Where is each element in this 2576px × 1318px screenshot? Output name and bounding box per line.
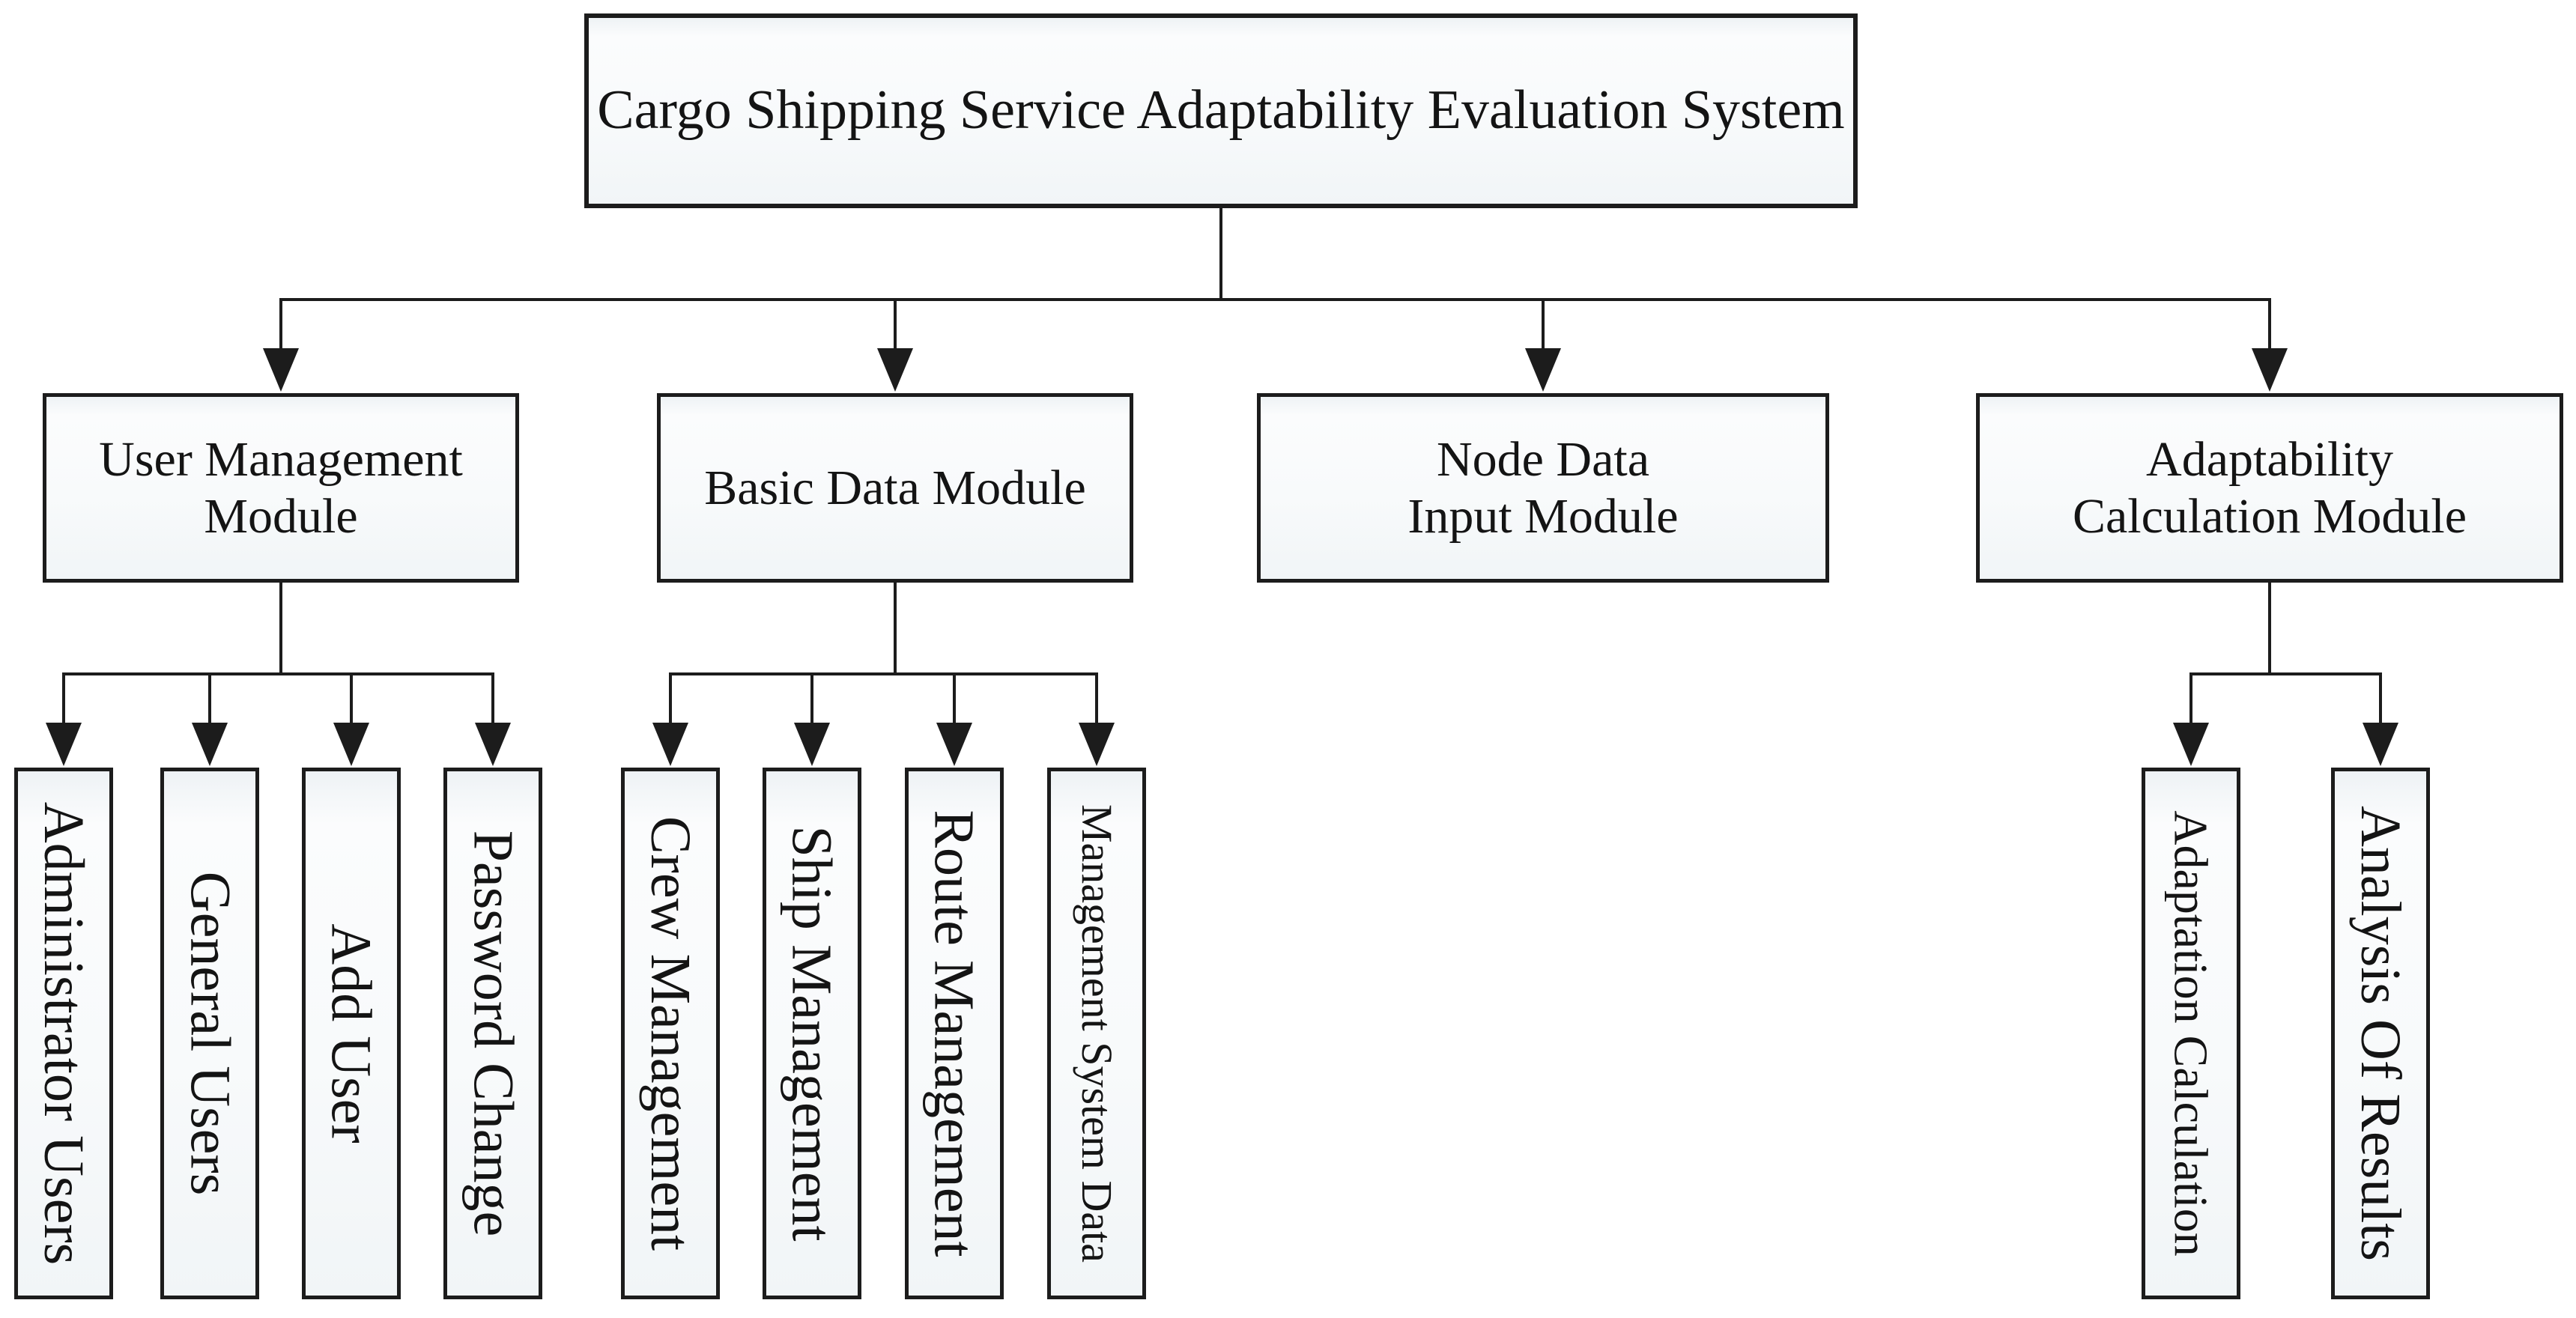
leaf-node-crew-management: Crew Management: [621, 768, 720, 1299]
leaf-label: General Users: [178, 871, 241, 1196]
leaf-label: Password Change: [461, 830, 525, 1237]
arrow-down-icon: [1525, 348, 1561, 392]
module-label: Node Data Input Module: [1407, 431, 1679, 544]
leaf-node-password-change: Password Change: [443, 768, 542, 1299]
connector-drop-leaf: [2379, 672, 2382, 725]
leaf-node-add-user: Add User: [302, 768, 401, 1299]
connector-drop-leaf: [2189, 672, 2192, 725]
module-node-basic-data: Basic Data Module: [657, 393, 1133, 583]
connector-drop-module-1: [279, 298, 282, 350]
arrow-down-icon: [877, 348, 913, 392]
leaf-node-analysis-of-results: Analysis Of Results: [2331, 768, 2430, 1299]
module-label: Adaptability Calculation Module: [2072, 431, 2467, 544]
connector-trunk-group-1: [279, 583, 282, 675]
module-node-user-management: User Management Module: [43, 393, 519, 583]
arrow-down-icon: [936, 723, 972, 766]
leaf-node-adaptation-calculation: Adaptation Calculation: [2142, 768, 2240, 1299]
leaf-label: Ship Management: [781, 825, 843, 1242]
arrow-down-icon: [2173, 723, 2209, 766]
connector-trunk-group-2: [894, 583, 897, 675]
arrow-down-icon: [2363, 723, 2398, 766]
connector-bus-group-2: [669, 672, 1098, 675]
connector-root-trunk: [1219, 207, 1222, 301]
connector-trunk-group-3: [2268, 583, 2271, 675]
arrow-down-icon: [192, 723, 228, 766]
leaf-label: Add User: [320, 923, 384, 1144]
connector-level1-bus: [279, 298, 2271, 301]
leaf-node-ship-management: Ship Management: [763, 768, 861, 1299]
leaf-label: Crew Management: [639, 816, 703, 1251]
connector-drop-leaf: [810, 672, 813, 725]
leaf-label: Adaptation Calculation: [2165, 810, 2218, 1257]
arrow-down-icon: [2252, 348, 2288, 392]
arrow-down-icon: [46, 723, 82, 766]
connector-drop-module-2: [894, 298, 897, 350]
leaf-node-administrator-users: Administrator Users: [14, 768, 113, 1299]
leaf-node-management-system-data: Management System Data: [1047, 768, 1146, 1299]
connector-drop-leaf: [953, 672, 956, 725]
leaf-node-general-users: General Users: [160, 768, 259, 1299]
arrow-down-icon: [333, 723, 369, 766]
arrow-down-icon: [794, 723, 830, 766]
connector-drop-module-3: [1542, 298, 1545, 350]
module-label: Basic Data Module: [704, 460, 1086, 515]
arrow-down-icon: [1079, 723, 1115, 766]
connector-drop-leaf: [669, 672, 672, 725]
arrow-down-icon: [652, 723, 688, 766]
connector-bus-group-3: [2189, 672, 2382, 675]
root-node: Cargo Shipping Service Adaptability Eval…: [584, 13, 1858, 208]
connector-drop-leaf: [1095, 672, 1098, 725]
leaf-label: Administrator Users: [32, 801, 95, 1266]
module-node-node-data-input: Node Data Input Module: [1257, 393, 1829, 583]
leaf-label: Route Management: [923, 810, 986, 1257]
connector-drop-module-4: [2268, 298, 2271, 350]
module-label: User Management Module: [99, 431, 463, 544]
module-node-adaptability-calculation: Adaptability Calculation Module: [1976, 393, 2563, 583]
connector-drop-leaf: [62, 672, 65, 725]
connector-bus-group-1: [62, 672, 494, 675]
connector-drop-leaf: [208, 672, 211, 725]
leaf-label: Management System Data: [1073, 804, 1121, 1263]
connector-drop-leaf: [350, 672, 353, 725]
arrow-down-icon: [475, 723, 511, 766]
root-node-label: Cargo Shipping Service Adaptability Eval…: [597, 79, 1845, 142]
leaf-node-route-management: Route Management: [905, 768, 1004, 1299]
leaf-label: Analysis Of Results: [2349, 806, 2412, 1261]
connector-drop-leaf: [491, 672, 494, 725]
arrow-down-icon: [263, 348, 299, 392]
